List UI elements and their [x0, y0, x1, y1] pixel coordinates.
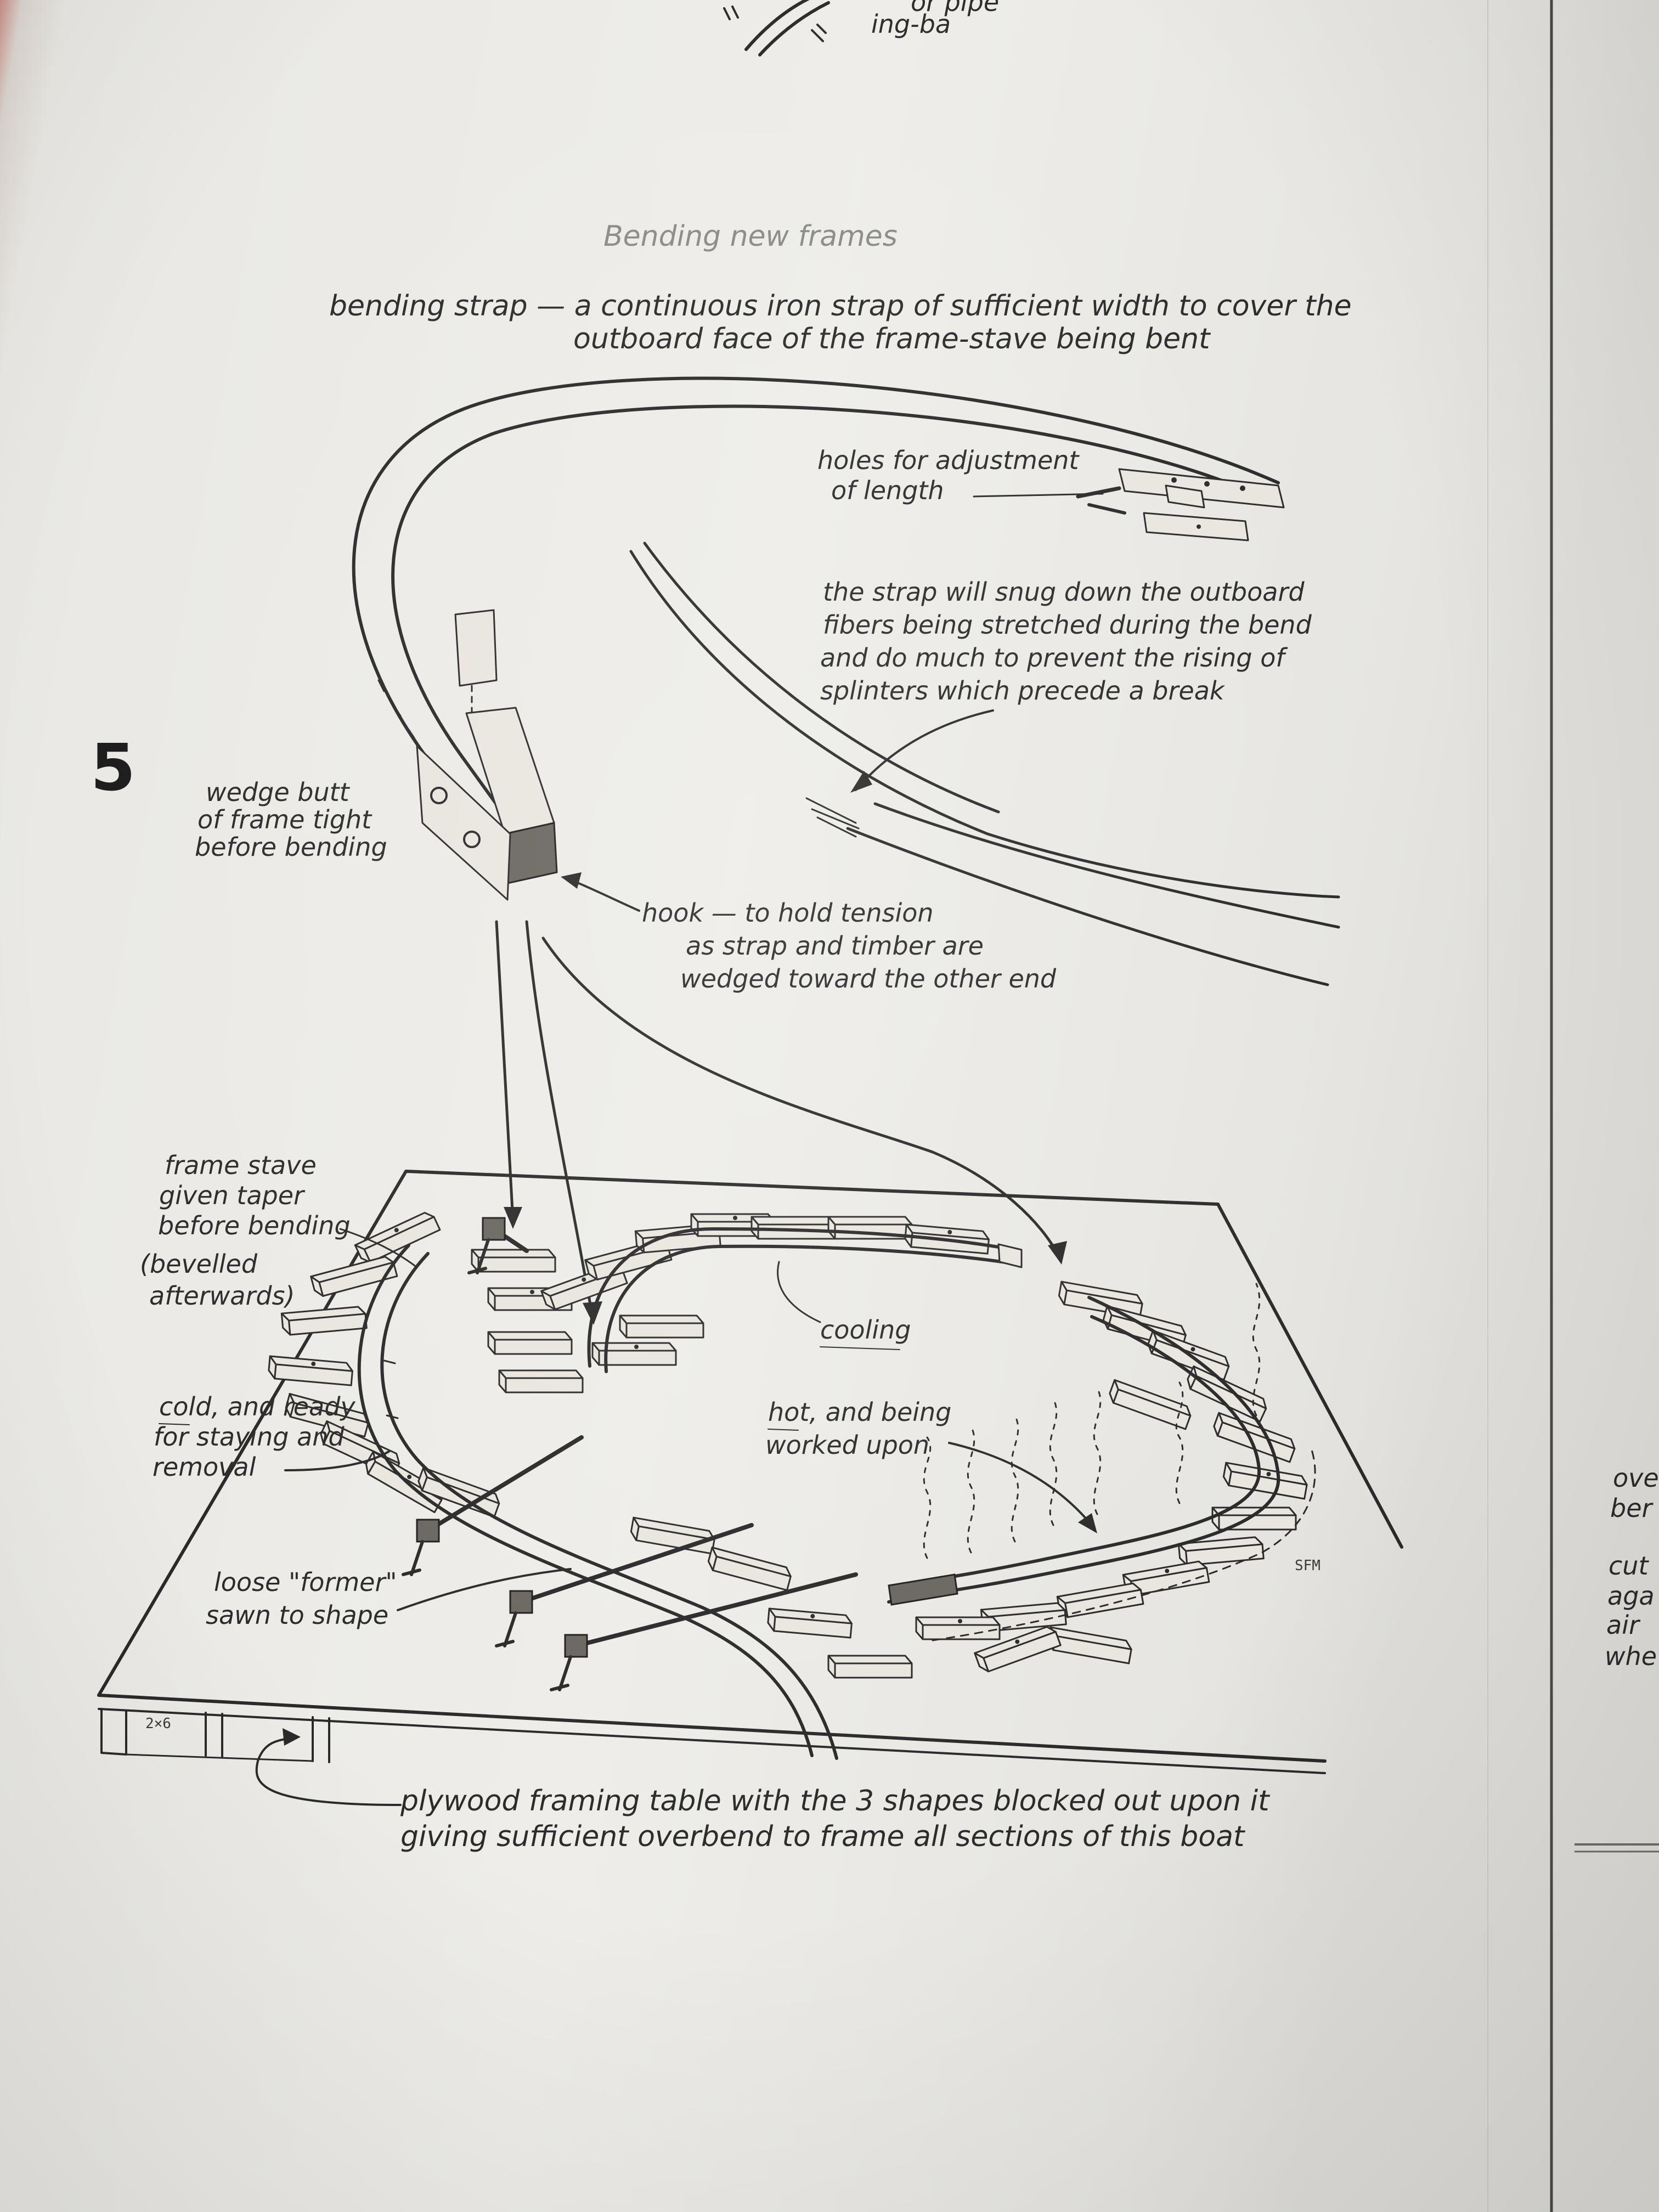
- label-holes-line1: holes for adjustment: [817, 445, 1080, 475]
- strap-detail-curves: [629, 541, 1340, 986]
- leader-hot: [948, 1442, 1093, 1526]
- label-cold-line1: cold, and ready: [159, 1392, 356, 1421]
- label-former-line1: loose "former": [214, 1567, 397, 1597]
- former-block: [767, 1607, 853, 1639]
- label-plywood-line2: giving sufficient overbend to frame all …: [400, 1820, 1245, 1853]
- former-block: [354, 1211, 441, 1263]
- label-frame-stave-line3: before bending: [158, 1211, 351, 1240]
- figure-number: 5: [91, 730, 136, 805]
- label-wedge-line2: of frame tight: [198, 805, 373, 834]
- leader-frame-stave: [339, 1228, 418, 1268]
- bending-strap: [352, 376, 1285, 836]
- label-frame-stave-line1: frame stave: [165, 1150, 317, 1180]
- bar-clamps: [402, 1217, 858, 1691]
- leader-cooling: [777, 1261, 821, 1323]
- right-fragment-4: aga: [1607, 1581, 1655, 1611]
- label-frame-stave-line5: afterwards): [149, 1281, 295, 1311]
- cold-underline: [159, 1423, 190, 1425]
- framing-table: 2×6 SFM: [97, 1170, 1403, 1774]
- label-strap-note-line2: fibers being stretched during the bend: [823, 610, 1312, 640]
- former-block: [1222, 1462, 1308, 1500]
- former-block: [310, 1256, 398, 1297]
- right-fragment-1: ove: [1613, 1463, 1659, 1493]
- right-fragment-2: ber: [1610, 1493, 1654, 1523]
- label-cold-line3: removal: [153, 1452, 256, 1482]
- former-block: [471, 1249, 556, 1273]
- label-strap-note-line4: splinters which precede a break: [820, 676, 1226, 706]
- right-page-text: ove ber cut aga air whe: [1605, 1463, 1659, 1671]
- hot-underline: [768, 1429, 799, 1431]
- label-wedge-line3: before bending: [195, 832, 387, 862]
- lumber-label: 2×6: [145, 1716, 171, 1732]
- wedge-and-hook: [416, 609, 558, 901]
- right-fragment-5: air: [1606, 1610, 1641, 1640]
- former-block: [1213, 1412, 1296, 1463]
- arrows-to-shapes: [495, 920, 1067, 1325]
- fragment-label-1: ing-ba: [871, 9, 951, 39]
- label-strap-note-line3: and do much to prevent the rising of: [820, 643, 1288, 673]
- former-block: [915, 1616, 1001, 1640]
- label-hook-line1: hook — to hold tension: [642, 898, 934, 928]
- label-cold-line2: for staying and: [154, 1422, 345, 1452]
- label-strap-note-line1: the strap will snug down the outboard: [823, 577, 1305, 607]
- label-cooling: cooling: [820, 1315, 911, 1345]
- right-fragment-3: cut: [1609, 1551, 1649, 1581]
- right-fragment-6: whe: [1605, 1641, 1657, 1671]
- former-block: [498, 1369, 584, 1393]
- label-hook-line3: wedged toward the other end: [680, 964, 1057, 994]
- former-block: [630, 1516, 715, 1555]
- former-block: [1211, 1506, 1297, 1531]
- label-bending-strap-line1: bending strap — a continuous iron strap …: [329, 290, 1352, 323]
- former-block: [285, 1393, 369, 1438]
- label-frame-stave-line4: (bevelled: [140, 1249, 258, 1279]
- former-block: [1187, 1365, 1267, 1423]
- label-wedge-line1: wedge butt: [206, 777, 351, 807]
- page-gutter: [1487, 0, 1659, 2212]
- former-block: [707, 1547, 792, 1592]
- former-block: [1056, 1582, 1144, 1618]
- label-hot-line1: hot, and being: [768, 1397, 951, 1427]
- label-hook-line2: as strap and timber are: [686, 931, 984, 961]
- bar-clamp: [402, 1435, 584, 1576]
- leader-cold: [284, 1450, 391, 1471]
- leader-holes: [973, 493, 1104, 498]
- previous-figure-fragment: ing-ba or pipe: [723, 0, 999, 57]
- label-holes-line2: of length: [831, 476, 944, 505]
- former-block: [619, 1314, 704, 1339]
- former-block: [280, 1306, 368, 1336]
- label-frame-stave-line2: given taper: [159, 1181, 306, 1210]
- former-block: [591, 1342, 677, 1366]
- leader-strap-note: [855, 709, 994, 791]
- frame-staves: [357, 1227, 1316, 1760]
- former-block: [980, 1602, 1067, 1632]
- label-bending-strap-line2: outboard face of the frame-stave being b…: [573, 323, 1211, 356]
- figure-heading: Bending new frames: [603, 220, 898, 253]
- leader-plywood: [255, 1737, 402, 1806]
- former-block: [827, 1655, 913, 1679]
- former-block: [1109, 1379, 1192, 1430]
- former-block: [487, 1331, 573, 1355]
- label-hot-line2: worked upon: [765, 1430, 929, 1460]
- former-block: [268, 1355, 353, 1386]
- bar-clamp: [467, 1217, 529, 1274]
- label-former-line2: sawn to shape: [206, 1600, 388, 1630]
- bar-clamp: [550, 1572, 858, 1691]
- former-block: [1177, 1536, 1265, 1566]
- former-block: [974, 1626, 1062, 1673]
- cooling-underline: [820, 1346, 900, 1350]
- bar-clamp: [495, 1523, 754, 1647]
- fragment-label-2: or pipe: [911, 0, 999, 17]
- artist-signature: SFM: [1295, 1558, 1321, 1574]
- label-plywood-line1: plywood framing table with the 3 shapes …: [400, 1785, 1270, 1818]
- leader-former: [397, 1568, 572, 1611]
